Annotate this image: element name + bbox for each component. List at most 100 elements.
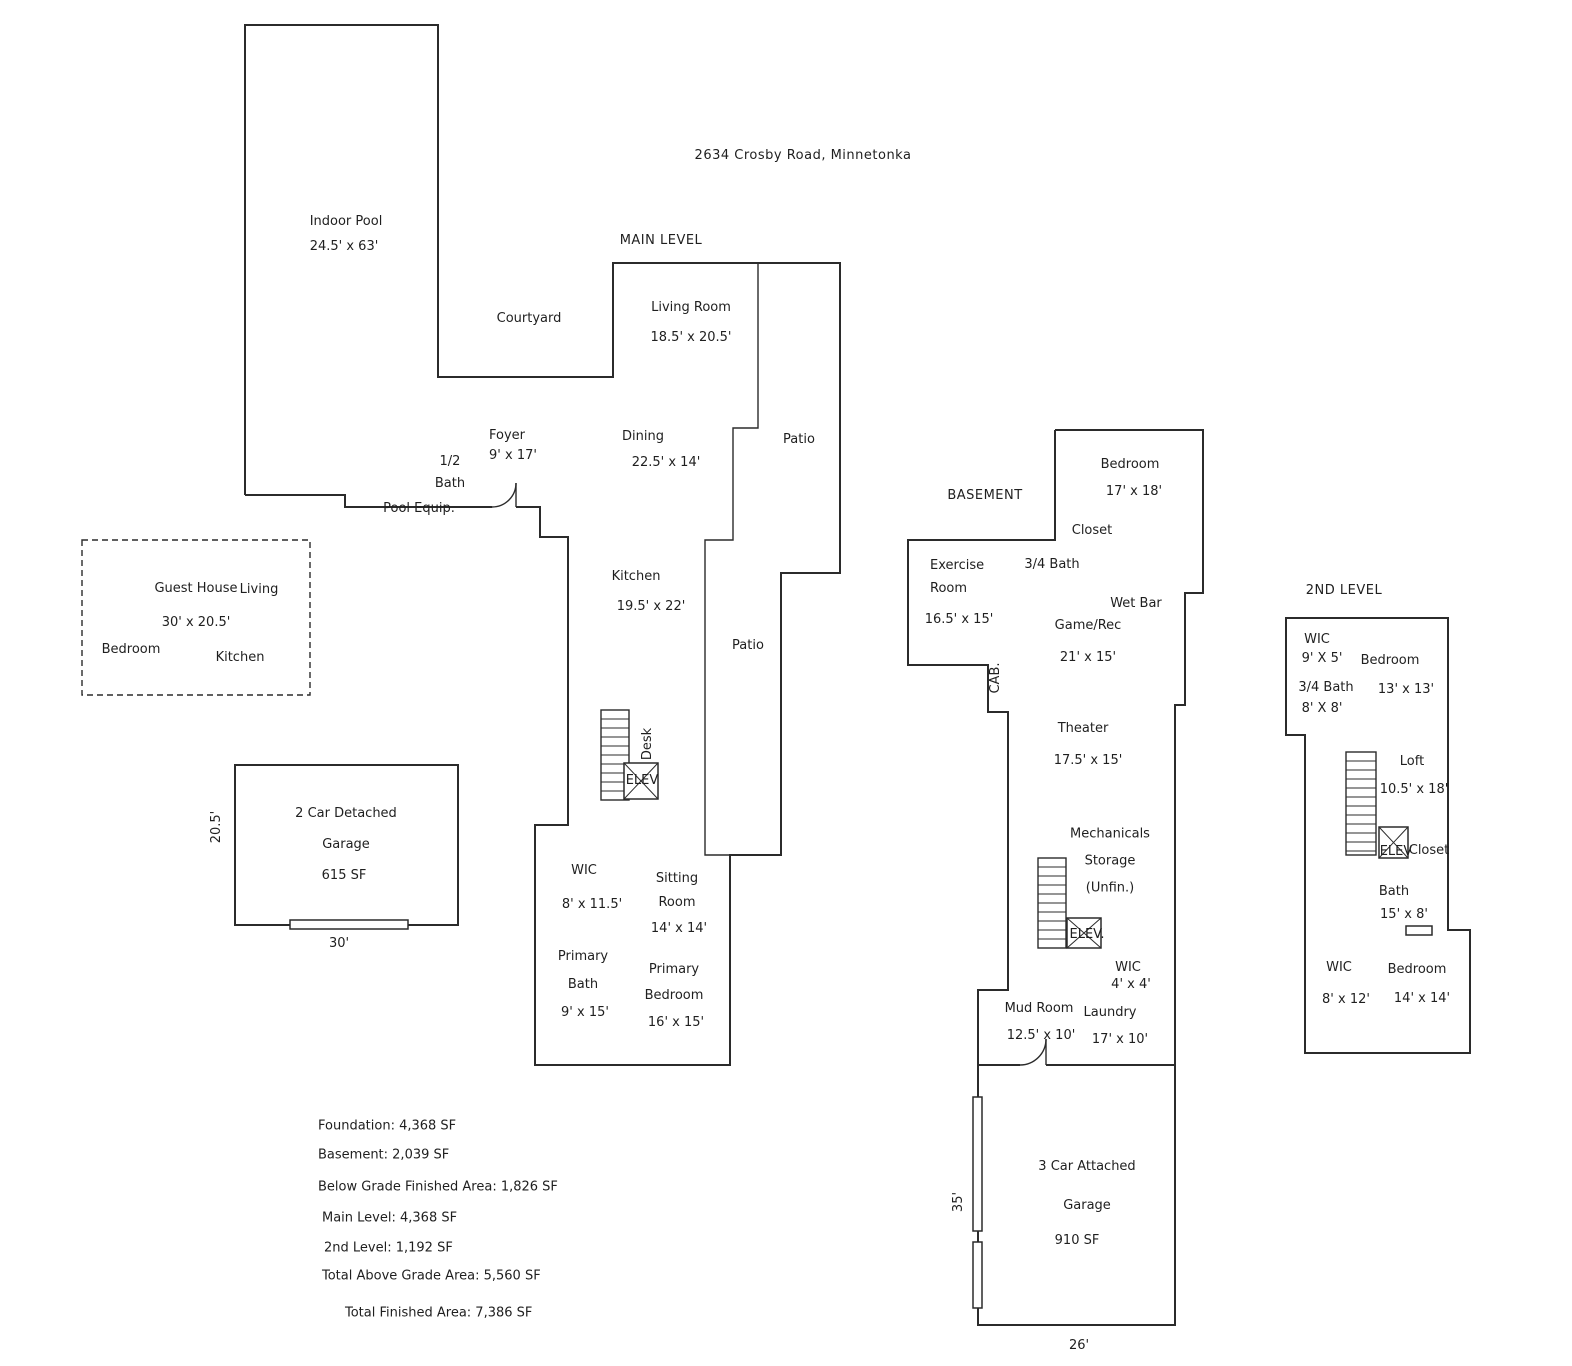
elevator-label-2nd: ELEV — [1379, 844, 1413, 859]
room-dims-indoor-pool: 24.5' x 63' — [309, 239, 379, 254]
room-dims-theater: 17.5' x 15' — [1053, 753, 1123, 768]
room-label-2nd-wic-rear: WIC — [1326, 960, 1352, 975]
room-label-courtyard: Courtyard — [496, 311, 562, 326]
room-dims-2nd-bath: 15' x 8' — [1380, 907, 1428, 922]
room-label-2nd-three-quarter-bath: 3/4 Bath — [1298, 680, 1354, 695]
room-label-foyer: Foyer — [488, 428, 526, 443]
room-label-mud-room: Mud Room — [1004, 1001, 1074, 1016]
room-dims-mud-room: 12.5' x 10' — [1006, 1028, 1076, 1043]
summary-line-above-grade: Total Above Grade Area: 5,560 SF — [322, 1268, 541, 1284]
room-dims-bsmt-wic: 4' x 4' — [1111, 977, 1151, 992]
cabinet-label: CAB. — [988, 662, 1003, 694]
elevator-icon — [623, 762, 659, 800]
room-dims-primary-bath: 9' x 15' — [561, 1005, 609, 1020]
bath-door-icon — [1405, 925, 1433, 936]
room-label-2nd-bath: Bath — [1378, 884, 1410, 899]
main-level-label: MAIN LEVEL — [619, 233, 703, 248]
room-label-pool-equip: Pool Equip. — [383, 501, 455, 516]
door-arc-icon — [491, 482, 517, 508]
room-dims-2nd-wic-front: 9' X 5' — [1301, 651, 1343, 666]
second-level-walls — [1285, 617, 1471, 1054]
second-level-label: 2ND LEVEL — [1305, 583, 1383, 598]
elevator-label-main: ELEV — [625, 773, 659, 788]
summary-line-2nd-level: 2nd Level: 1,192 SF — [324, 1240, 453, 1256]
room-dims-wic-main: 8' x 11.5' — [561, 897, 623, 912]
room-label-mechanicals: Mechanicals Storage (Unfin.) — [1070, 826, 1150, 896]
garage-door-icon — [289, 919, 409, 930]
room-label-bsmt-wic: WIC — [1115, 960, 1141, 975]
summary-line-below-grade: Below Grade Finished Area: 1,826 SF — [318, 1179, 558, 1195]
main-level-walls — [244, 24, 841, 1066]
room-label-2nd-wic-front: WIC — [1304, 632, 1330, 647]
elevator-icon — [1378, 826, 1409, 859]
attached-garage-width: 26' — [1068, 1338, 1090, 1353]
stairs-icon — [600, 709, 630, 801]
room-dims-2nd-bedroom-front: 13' x 13' — [1377, 682, 1435, 697]
attached-garage-area: 910 SF — [1054, 1233, 1100, 1248]
stairs-icon — [1345, 751, 1377, 856]
room-dims-primary-bedroom: 16' x 15' — [647, 1015, 705, 1030]
summary-line-basement: Basement: 2,039 SF — [318, 1147, 450, 1163]
room-dims-game-rec: 21' x 15' — [1059, 650, 1117, 665]
room-dims-exercise-room: 16.5' x 15' — [924, 612, 994, 627]
room-dims-living-room: 18.5' x 20.5' — [650, 330, 732, 345]
room-label-bsmt-closet: Closet — [1071, 523, 1113, 538]
summary-line-total: Total Finished Area: 7,386 SF — [345, 1305, 533, 1321]
room-label-gh-bedroom: Bedroom — [101, 642, 161, 657]
room-label-laundry: Laundry — [1083, 1005, 1137, 1020]
plan-title: 2634 Crosby Road, Minnetonka — [694, 148, 912, 163]
room-dims-bsmt-bedroom: 17' x 18' — [1105, 484, 1163, 499]
desk-label: Desk — [640, 727, 655, 761]
stairs-icon — [1037, 857, 1067, 949]
room-dims-dining: 22.5' x 14' — [631, 455, 701, 470]
basement-walls — [907, 429, 1204, 1326]
basement-label: BASEMENT — [947, 488, 1023, 503]
room-label-patio-upper: Patio — [783, 432, 815, 447]
attached-garage-label: 3 Car Attached Garage — [1038, 1159, 1136, 1213]
room-label-primary-bath: Primary Bath — [557, 949, 609, 992]
room-label-wet-bar: Wet Bar — [1110, 596, 1162, 611]
room-label-gh-living: Living — [239, 582, 279, 597]
room-label-loft: Loft — [1399, 754, 1425, 769]
room-label-half-bath: 1/2 Bath — [434, 454, 466, 491]
guest-house-outline — [81, 539, 311, 696]
garage-door-icon — [972, 1096, 983, 1232]
door-arc-icon — [1019, 1038, 1047, 1066]
elevator-label-basement: ELEV. — [1069, 927, 1105, 942]
room-label-indoor-pool: Indoor Pool — [309, 214, 383, 229]
attached-garage-depth: 35' — [951, 1191, 966, 1213]
room-dims-kitchen: 19.5' x 22' — [616, 599, 686, 614]
room-dims-sitting-room: 14' x 14' — [650, 921, 708, 936]
room-label-2nd-bedroom-rear: Bedroom — [1387, 962, 1447, 977]
room-dims-laundry: 17' x 10' — [1091, 1032, 1149, 1047]
room-label-bsmt-three-quarter-bath: 3/4 Bath — [1024, 557, 1080, 572]
room-label-kitchen: Kitchen — [611, 569, 661, 584]
room-label-2nd-closet: Closet — [1408, 843, 1450, 858]
guest-house-label: Guest House — [154, 581, 238, 596]
room-label-primary-bedroom: Primary Bedroom — [644, 962, 704, 1003]
room-dims-loft: 10.5' x 18' — [1379, 782, 1449, 797]
garage-door-icon — [972, 1241, 983, 1309]
guest-house-dims: 30' x 20.5' — [161, 615, 231, 630]
room-label-game-rec: Game/Rec — [1054, 618, 1122, 633]
room-label-living-room: Living Room — [651, 300, 731, 315]
elevator-icon — [1066, 917, 1102, 949]
detached-garage-depth: 20.5' — [209, 810, 224, 844]
room-dims-foyer: 9' x 17' — [489, 448, 537, 463]
summary-line-foundation: Foundation: 4,368 SF — [318, 1118, 457, 1134]
room-dims-2nd-bedroom-rear: 14' x 14' — [1393, 991, 1451, 1006]
room-label-gh-kitchen: Kitchen — [215, 650, 265, 665]
room-label-wic-main: WIC — [571, 863, 597, 878]
detached-garage-label: 2 Car Detached Garage — [295, 806, 397, 852]
detached-garage-area: 615 SF — [321, 868, 367, 883]
room-label-exercise-room: Exercise Room — [930, 558, 985, 596]
room-label-sitting-room: Sitting Room — [655, 871, 699, 910]
detached-garage-walls — [234, 764, 459, 930]
room-label-bsmt-bedroom: Bedroom — [1100, 457, 1160, 472]
detached-garage-width: 30' — [328, 936, 350, 951]
room-label-2nd-bedroom-front: Bedroom — [1360, 653, 1420, 668]
room-dims-2nd-wic-rear: 8' x 12' — [1322, 992, 1370, 1007]
summary-line-main-level: Main Level: 4,368 SF — [322, 1210, 458, 1226]
